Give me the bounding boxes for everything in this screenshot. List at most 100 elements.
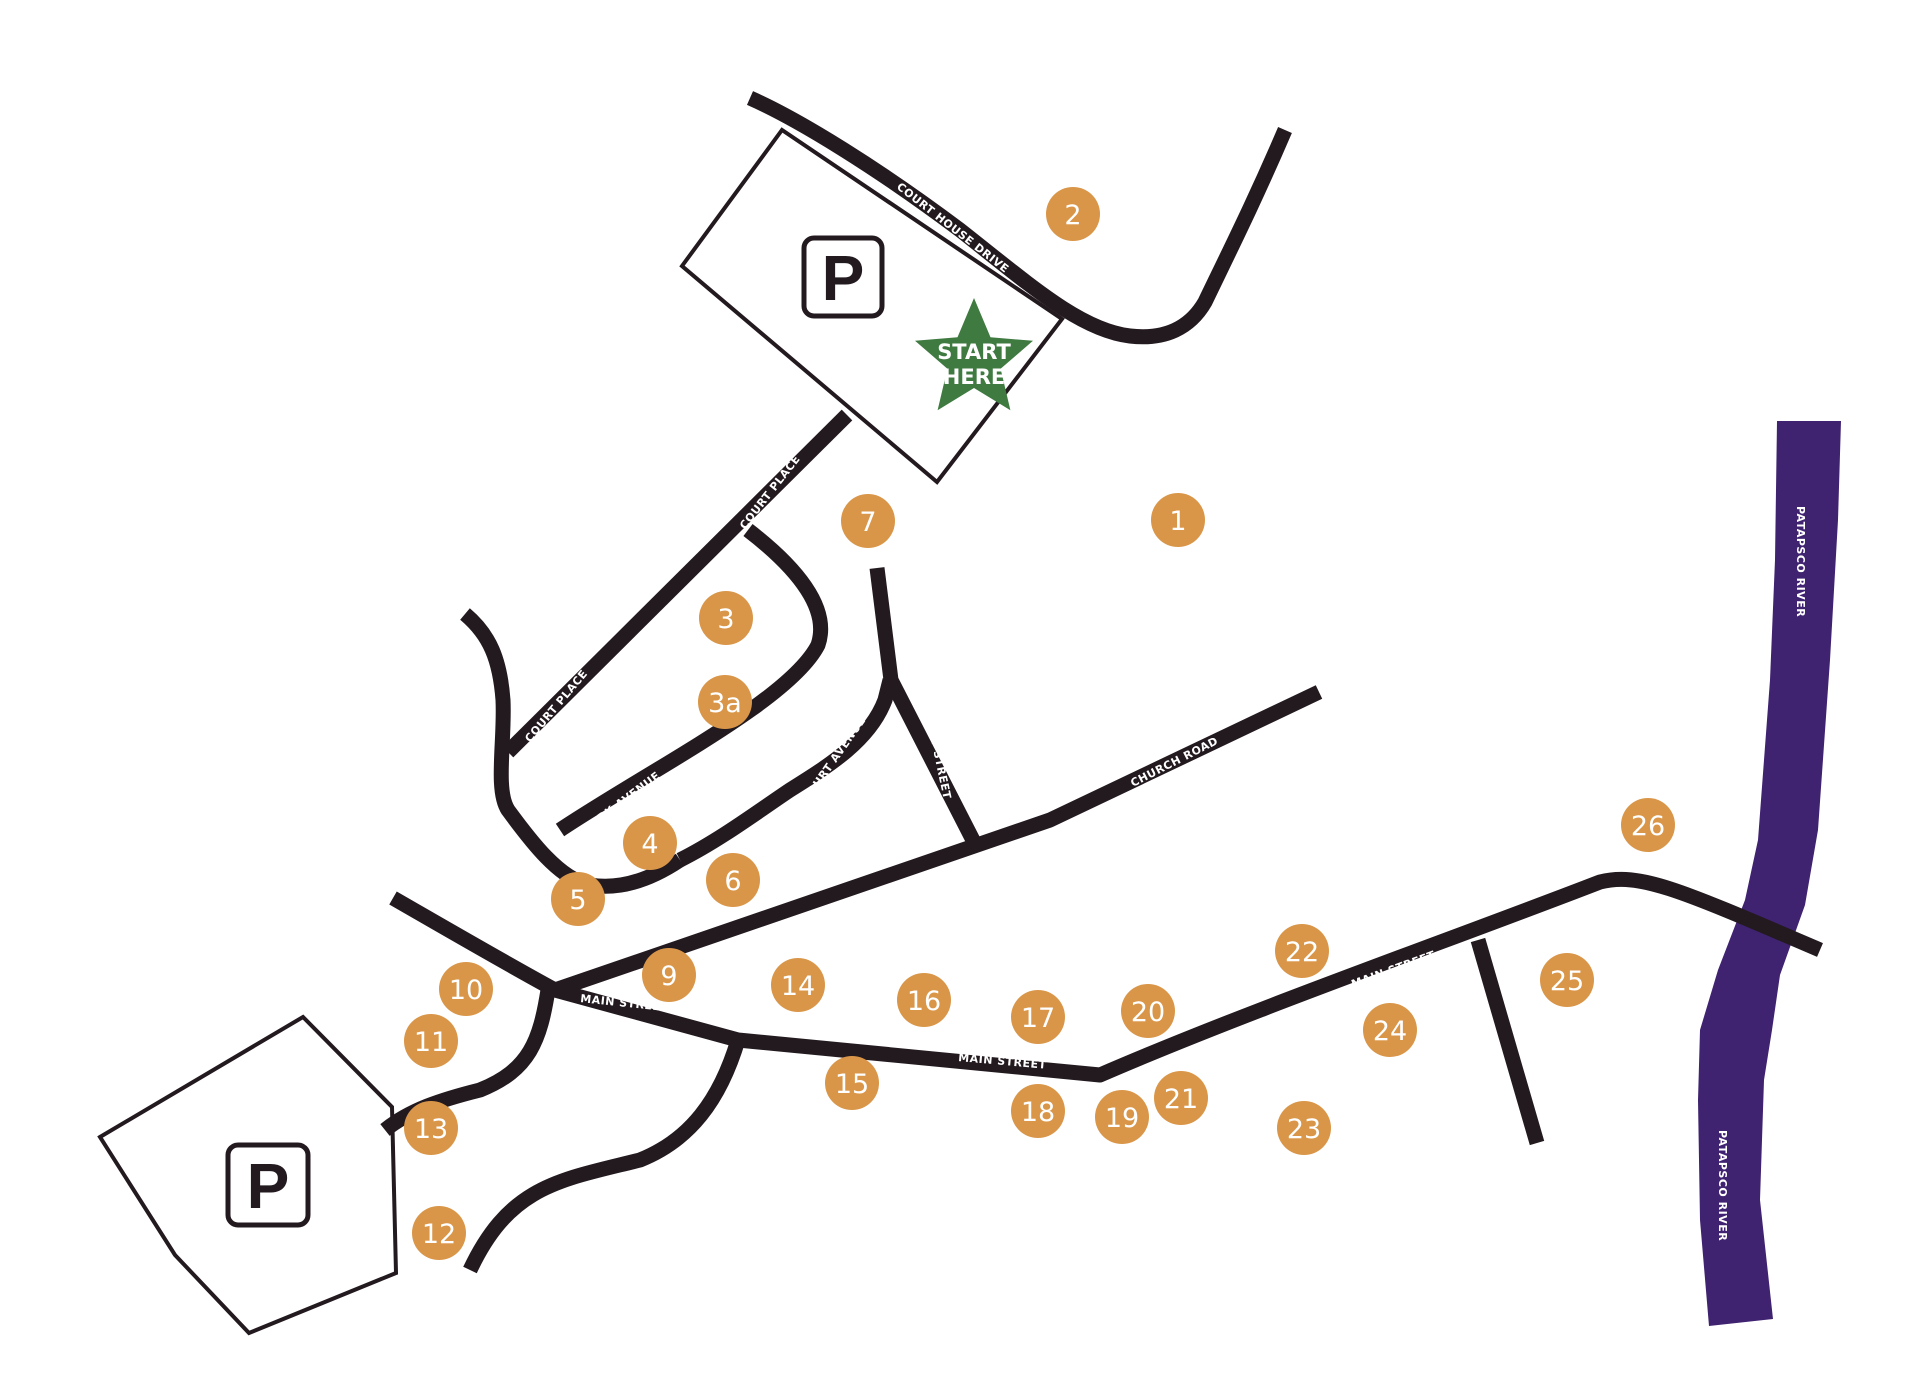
stop-marker-22[interactable]: 22 [1275, 924, 1329, 978]
stop-marker-15[interactable]: 15 [825, 1056, 879, 1110]
stop-marker-19[interactable]: 19 [1095, 1090, 1149, 1144]
marker-label: 16 [907, 986, 941, 1017]
road-label-court-avenue: COURT AVENUE [800, 714, 869, 804]
marker-label: 24 [1373, 1016, 1407, 1047]
road-network [380, 91, 1823, 1274]
court-place-road [502, 409, 853, 758]
patapsco-river [1698, 421, 1841, 1326]
stop-marker-25[interactable]: 25 [1540, 953, 1594, 1007]
marker-label: 14 [781, 971, 815, 1002]
stop-marker-2[interactable]: 2 [1046, 187, 1100, 241]
svg-text:P: P [822, 242, 865, 314]
marker-circle [412, 1206, 466, 1260]
marker-circle [897, 973, 951, 1027]
marker-label: 10 [449, 975, 483, 1006]
river-label-upper: PATAPSCO RIVER [1794, 506, 1807, 617]
marker-label: 15 [835, 1069, 869, 1100]
marker-label: 7 [859, 507, 876, 538]
stop-marker-3a[interactable]: 3a [698, 675, 752, 729]
court-avenue [676, 678, 898, 867]
marker-label: 22 [1285, 937, 1319, 968]
stop-marker-11[interactable]: 11 [404, 1014, 458, 1068]
marker-label: 4 [641, 829, 658, 860]
marker-circle [642, 948, 696, 1002]
marker-label: 1 [1169, 506, 1186, 537]
stop-marker-12[interactable]: 12 [412, 1206, 466, 1260]
marker-label: 3a [708, 688, 742, 719]
marker-label: 13 [414, 1114, 448, 1145]
stop-marker-16[interactable]: 16 [897, 973, 951, 1027]
marker-circle [1011, 990, 1065, 1044]
stop-marker-20[interactable]: 20 [1121, 984, 1175, 1038]
stop-marker-18[interactable]: 18 [1011, 1084, 1065, 1138]
road-label-church-road-upper: CHURCH ROAD [1128, 734, 1220, 789]
marker-label: 5 [569, 885, 586, 916]
stop-marker-1[interactable]: 1 [1151, 493, 1205, 547]
stop-marker-13[interactable]: 13 [404, 1101, 458, 1155]
marker-circle [1275, 924, 1329, 978]
stop-marker-21[interactable]: 21 [1154, 1071, 1208, 1125]
stop-marker-26[interactable]: 26 [1621, 798, 1675, 852]
marker-circle [1011, 1084, 1065, 1138]
stop-marker-6[interactable]: 6 [706, 853, 760, 907]
stop-marker-4[interactable]: 4 [623, 816, 677, 870]
marker-circle [1277, 1101, 1331, 1155]
marker-circle [841, 494, 895, 548]
marker-circle [771, 958, 825, 1012]
marker-label: 9 [660, 961, 677, 992]
marker-label: 6 [724, 866, 741, 897]
stop-marker-14[interactable]: 14 [771, 958, 825, 1012]
marker-circle [404, 1101, 458, 1155]
marker-circle [1154, 1071, 1208, 1125]
marker-label: 2 [1064, 200, 1081, 231]
stop-marker-10[interactable]: 10 [439, 962, 493, 1016]
svg-text:P: P [247, 1150, 290, 1222]
court-house-drive [746, 91, 1292, 345]
church-road [552, 685, 1323, 998]
marker-label: 18 [1021, 1097, 1055, 1128]
stop-marker-5[interactable]: 5 [551, 872, 605, 926]
marker-label: 11 [414, 1027, 448, 1058]
stop-marker-9[interactable]: 9 [642, 948, 696, 1002]
marker-circle [404, 1014, 458, 1068]
marker-circle [825, 1056, 879, 1110]
marker-circle [699, 591, 753, 645]
park-avenue-west [460, 608, 685, 894]
marker-circle [1540, 953, 1594, 1007]
parking-sign-southwest: P [225, 1142, 311, 1228]
marker-circle [706, 853, 760, 907]
stop-marker-7[interactable]: 7 [841, 494, 895, 548]
marker-label: 23 [1287, 1114, 1321, 1145]
marker-label: 19 [1105, 1103, 1139, 1134]
start-text-line1: START [937, 340, 1011, 364]
marker-circle [1621, 798, 1675, 852]
marker-circle [551, 872, 605, 926]
road-label-court-place-upper: COURT PLACE [737, 453, 803, 532]
marker-label: 17 [1021, 1003, 1055, 1034]
stop-marker-24[interactable]: 24 [1363, 1003, 1417, 1057]
marker-circle [1363, 1003, 1417, 1057]
marker-label: 3 [717, 604, 734, 635]
marker-circle [1046, 187, 1100, 241]
stop-marker-23[interactable]: 23 [1277, 1101, 1331, 1155]
main-street [389, 871, 1823, 1083]
marker-circle [1151, 493, 1205, 547]
marker-circle [698, 675, 752, 729]
marker-circle [1121, 984, 1175, 1038]
emory-street [869, 567, 984, 852]
old-columbia-pike [463, 1037, 746, 1274]
east-cross-street [1470, 937, 1545, 1146]
parking-sign-north: P [801, 235, 885, 319]
marker-label: 26 [1631, 811, 1665, 842]
marker-label: 25 [1550, 966, 1584, 997]
marker-label: 20 [1131, 997, 1165, 1028]
road-label-court-place-lower: COURT PLACE [522, 667, 590, 745]
stop-marker-17[interactable]: 17 [1011, 990, 1065, 1044]
start-here-marker: START HERE [915, 298, 1033, 411]
marker-circle [439, 962, 493, 1016]
marker-label: 21 [1164, 1084, 1198, 1115]
stop-marker-3[interactable]: 3 [699, 591, 753, 645]
river-label-lower: PATAPSCO RIVER [1716, 1130, 1729, 1241]
